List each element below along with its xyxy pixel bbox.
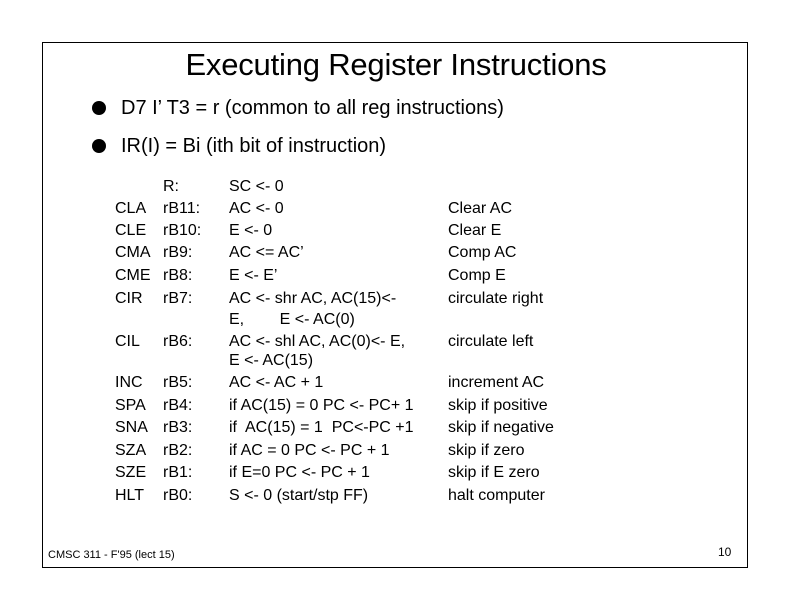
slide-footer: CMSC 311 - F'95 (lect 15): [48, 549, 175, 561]
table-row: SPA rB4: if AC(15) = 0 PC <- PC+ 1 skip …: [0, 397, 792, 419]
mnemonic-cell: CLA: [115, 200, 147, 217]
description-cell: circulate left: [448, 333, 534, 350]
condition-cell: rB10:: [163, 222, 202, 239]
operation-cell: AC <- shr AC, AC(15)<-: [229, 290, 397, 307]
mnemonic-cell: SNA: [115, 419, 148, 436]
mnemonic-cell: CIR: [115, 290, 143, 307]
description-cell: Comp AC: [448, 244, 517, 261]
mnemonic-cell: SZA: [115, 442, 147, 459]
mnemonic-cell: SPA: [115, 397, 146, 414]
description-cell: increment AC: [448, 374, 545, 391]
description-cell: skip if zero: [448, 442, 525, 459]
slide-frame: [42, 42, 748, 568]
table-row: CIL rB6: AC <- shl AC, AC(0)<- E, circul…: [0, 333, 792, 355]
operation-cell: AC <- 0: [229, 200, 284, 217]
table-row: HLT rB0: S <- 0 (start/stp FF) halt comp…: [0, 487, 792, 509]
operation-cell: if AC(15) = 1 PC<-PC +1: [229, 419, 414, 436]
operation-cell: AC <- AC + 1: [229, 374, 324, 391]
operation-cell: AC <= AC’: [229, 244, 304, 261]
condition-cell: rB2:: [163, 442, 193, 459]
condition-cell: rB4:: [163, 397, 193, 414]
mnemonic-cell: HLT: [115, 487, 145, 504]
condition-cell: rB7:: [163, 290, 193, 307]
description-cell: skip if positive: [448, 397, 548, 414]
bullet-text: IR(I) = Bi (ith bit of instruction): [121, 135, 387, 157]
operation-cell: AC <- shl AC, AC(0)<- E,: [229, 333, 406, 350]
operation-cell: if E=0 PC <- PC + 1: [229, 464, 370, 481]
table-row: CLA rB11: AC <- 0 Clear AC: [0, 200, 792, 222]
table-row: SZE rB1: if E=0 PC <- PC + 1 skip if E z…: [0, 464, 792, 486]
operation-cell: E <- AC(15): [229, 352, 314, 369]
operation-cell: if AC(15) = 0 PC <- PC+ 1: [229, 397, 414, 414]
condition-cell: rB9:: [163, 244, 193, 261]
bullet-item: D7 I’ T3 = r (common to all reg instruct…: [92, 97, 504, 120]
bullet-item: IR(I) = Bi (ith bit of instruction): [92, 135, 386, 158]
operation-cell: SC <- 0: [229, 178, 284, 195]
condition-cell: rB0:: [163, 487, 193, 504]
operation-cell: E <- E’: [229, 267, 278, 284]
table-row: CIR rB7: AC <- shr AC, AC(15)<- circulat…: [0, 290, 792, 312]
condition-cell: rB6:: [163, 333, 193, 350]
description-cell: Clear AC: [448, 200, 513, 217]
condition-cell: rB1:: [163, 464, 193, 481]
description-cell: skip if negative: [448, 419, 554, 436]
mnemonic-cell: CMA: [115, 244, 151, 261]
mnemonic-cell: INC: [115, 374, 143, 391]
operation-cell: E <- 0: [229, 222, 273, 239]
condition-cell: rB5:: [163, 374, 193, 391]
table-row: SZA rB2: if AC = 0 PC <- PC + 1 skip if …: [0, 442, 792, 464]
table-row: E <- AC(15): [0, 352, 792, 374]
description-cell: skip if E zero: [448, 464, 540, 481]
operation-cell: E, E <- AC(0): [229, 311, 355, 328]
condition-cell: R:: [163, 178, 179, 195]
operation-cell: S <- 0 (start/stp FF): [229, 487, 369, 504]
mnemonic-cell: SZE: [115, 464, 147, 481]
condition-cell: rB8:: [163, 267, 193, 284]
bullet-text: D7 I’ T3 = r (common to all reg instruct…: [121, 97, 504, 119]
table-row: CLE rB10: E <- 0 Clear E: [0, 222, 792, 244]
description-cell: Comp E: [448, 267, 506, 284]
description-cell: circulate right: [448, 290, 544, 307]
condition-cell: rB11:: [163, 200, 201, 217]
table-row: INC rB5: AC <- AC + 1 increment AC: [0, 374, 792, 396]
mnemonic-cell: CME: [115, 267, 151, 284]
table-row: R: SC <- 0: [0, 178, 792, 200]
table-row: CMA rB9: AC <= AC’ Comp AC: [0, 244, 792, 266]
condition-cell: rB3:: [163, 419, 193, 436]
table-row: CME rB8: E <- E’ Comp E: [0, 267, 792, 289]
slide-title: Executing Register Instructions: [185, 47, 607, 82]
description-cell: Clear E: [448, 222, 502, 239]
table-row: SNA rB3: if AC(15) = 1 PC<-PC +1 skip if…: [0, 419, 792, 441]
bullet-dot-icon: [92, 101, 106, 115]
table-row: E, E <- AC(0): [0, 311, 792, 333]
mnemonic-cell: CIL: [115, 333, 140, 350]
bullet-dot-icon: [92, 139, 106, 153]
description-cell: halt computer: [448, 487, 545, 504]
operation-cell: if AC = 0 PC <- PC + 1: [229, 442, 390, 459]
mnemonic-cell: CLE: [115, 222, 147, 239]
page-number: 10: [718, 545, 732, 559]
